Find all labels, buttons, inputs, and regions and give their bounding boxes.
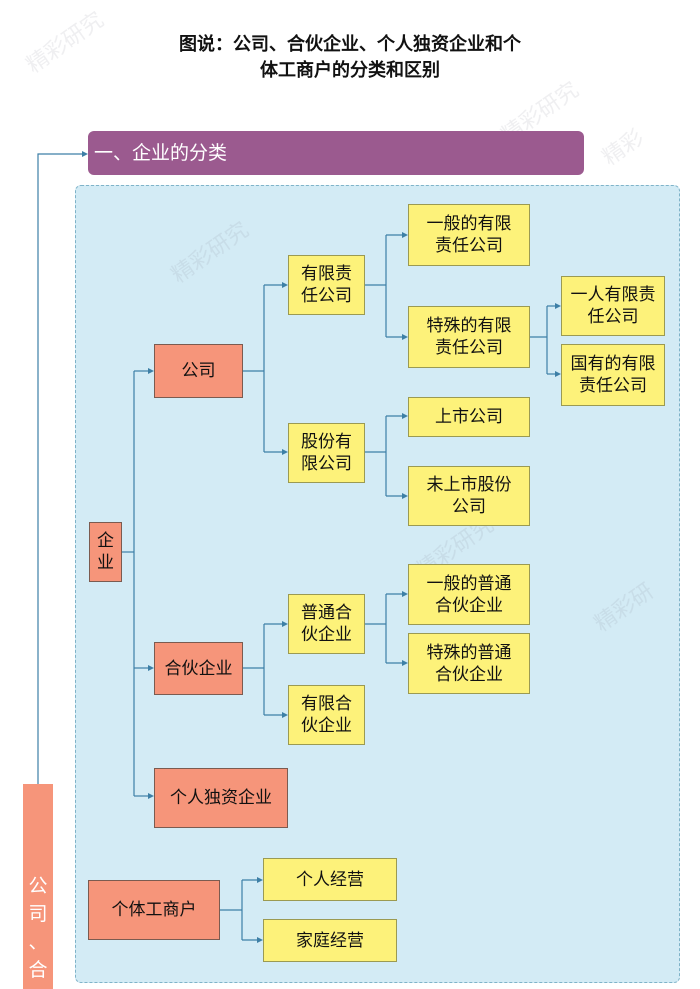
node-sole-proprietorship: 个人独资企业 (154, 768, 288, 828)
node-special-llc: 特殊的有限责任公司 (408, 306, 530, 368)
node-special-general-partnership: 特殊的普通合伙企业 (408, 633, 530, 694)
page-title: 图说：公司、合伙企业、个人独资企业和个 体工商户的分类和区别 (0, 32, 700, 84)
node-general-llc: 一般的有限责任公司 (408, 204, 530, 266)
node-limited-partnership: 有限合伙企业 (288, 685, 365, 745)
side-tab: 公 司 、 合 (23, 784, 53, 989)
node-family-operation: 家庭经营 (263, 919, 397, 962)
section-heading-bar: 一、企业的分类 (88, 131, 584, 175)
node-partnership: 合伙企业 (154, 642, 243, 695)
node-state-owned-llc: 国有的有限责任公司 (561, 344, 665, 406)
node-joint-stock-company: 股份有限公司 (288, 423, 365, 483)
node-individual-business: 个体工商户 (88, 880, 220, 940)
node-general-partnership: 普通合伙企业 (288, 594, 365, 654)
title-line-2: 体工商户的分类和区别 (260, 60, 440, 81)
side-tab-char: 司 (28, 903, 48, 925)
node-listed-company: 上市公司 (408, 397, 530, 437)
node-enterprise: 企业 (89, 522, 122, 582)
side-tab-char: 公 (28, 875, 48, 897)
title-line-1: 图说：公司、合伙企业、个人独资企业和个 (179, 34, 521, 55)
node-unlisted-company: 未上市股份公司 (408, 466, 530, 526)
side-tab-char: 、 (28, 931, 48, 953)
node-ordinary-general-partnership: 一般的普通合伙企业 (408, 564, 530, 625)
node-individual-operation: 个人经营 (263, 858, 397, 901)
side-tab-char: 合 (28, 959, 48, 981)
node-one-person-llc: 一人有限责任公司 (561, 276, 665, 336)
node-company: 公司 (154, 344, 243, 398)
node-limited-liability-company: 有限责任公司 (288, 255, 365, 315)
